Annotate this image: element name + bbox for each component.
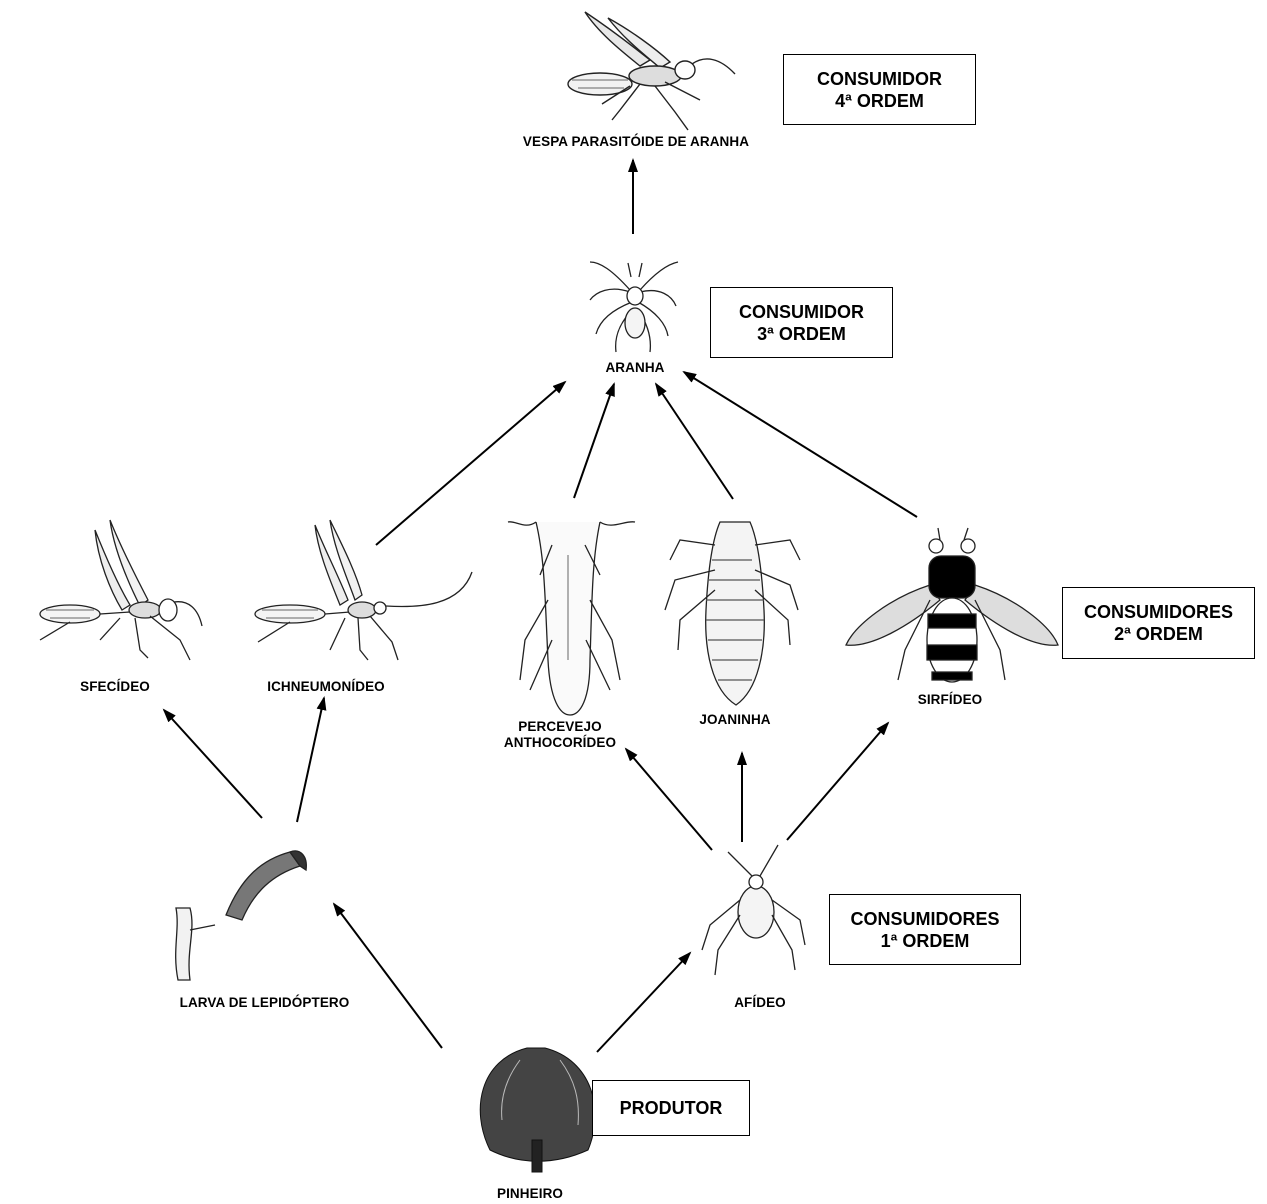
arrow-percevejo-to-aranha [573,382,615,499]
arrow-ichneumonideo-to-aranha [375,380,567,546]
level-box-consumidor-4: CONSUMIDOR 4ª ORDEM [783,54,976,125]
level-box-consumidor-4-line2: 4ª ORDEM [835,90,924,111]
bug-icon [507,521,636,716]
label-joaninha: JOANINHA [699,712,771,727]
aphid-icon [701,844,806,976]
level-box-consumidores-2: CONSUMIDORES 2ª ORDEM [1062,587,1255,659]
level-box-consumidores-2-line1: CONSUMIDORES [1083,602,1233,622]
label-pinheiro: PINHEIRO [496,1186,564,1201]
caterpillar-icon [175,850,307,981]
ladybird-larva-icon [664,521,801,706]
hoverfly-icon [845,527,1059,683]
level-box-consumidor-3-line2: 3ª ORDEM [757,323,846,344]
level-box-consumidor-3: CONSUMIDOR 3ª ORDEM [710,287,893,358]
arrow-afideo-to-percevejo [624,747,713,851]
arrows [162,158,918,1053]
level-box-produtor-line1: PRODUTOR [619,1098,723,1118]
label-percevejo-line2: ANTHOCORÍDEO [503,735,617,750]
label-afideo: AFÍDEO [734,995,786,1010]
arrow-pinheiro-to-larva [332,902,443,1049]
arrow-larva-to-sfecideo [162,708,263,819]
label-ichneumonideo: ICHNEUMONÍDEO [267,679,385,694]
pine-tree-icon [479,1047,596,1173]
arrow-afideo-to-sirfideo [786,721,890,841]
arrow-joaninha-to-aranha [654,382,734,500]
level-box-consumidores-1-line1: CONSUMIDORES [850,908,1000,929]
spider-icon [589,261,679,353]
label-sirfideo: SIRFÍDEO [917,692,983,707]
ichneumon-wasp-icon [254,519,473,661]
level-box-consumidor-4-line1: CONSUMIDOR [817,68,942,89]
level-box-consumidores-1-line2: 1ª ORDEM [880,930,970,951]
label-larva: LARVA DE LEPIDÓPTERO [179,995,350,1010]
label-sfecideo: SFECÍDEO [80,679,150,694]
label-percevejo: PERCEVEJO ANTHOCORÍDEO [490,719,630,751]
level-box-consumidores-2-line2: 2ª ORDEM [1114,624,1203,644]
label-vespa: VESPA PARASITÓIDE DE ARANHA [522,134,750,149]
level-box-consumidores-1: CONSUMIDORES 1ª ORDEM [829,894,1021,965]
arrow-larva-to-ichneumonideo [296,696,327,823]
label-aranha: ARANHA [605,360,665,375]
level-box-produtor: PRODUTOR [592,1080,750,1136]
label-percevejo-line1: PERCEVEJO [518,719,602,734]
level-box-consumidor-3-line1: CONSUMIDOR [739,301,864,322]
arrow-sirfideo-to-aranha [682,370,918,518]
wasp-icon [567,11,736,131]
arrow-pinheiro-to-afideo [596,951,692,1053]
sphecid-wasp-icon [39,519,203,661]
